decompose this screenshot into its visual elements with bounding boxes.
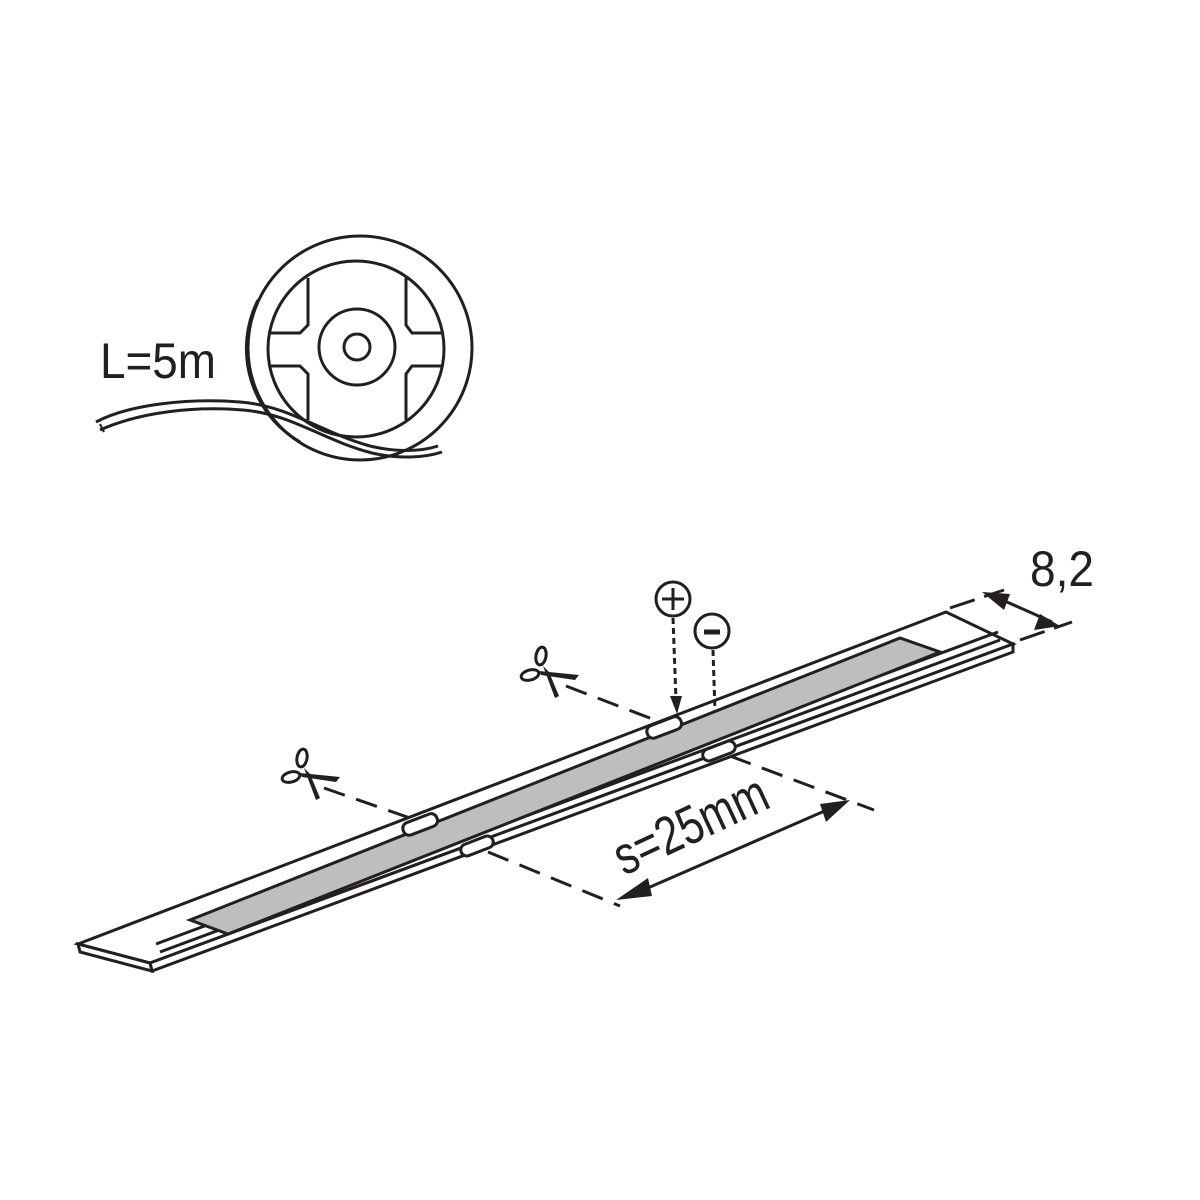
- spacing-extension-right: [729, 754, 875, 812]
- negative-circle: [693, 612, 731, 650]
- width-dimension: [949, 588, 1073, 642]
- strip-left-edge: [75, 941, 155, 974]
- reel-spoke-bl: [270, 364, 310, 420]
- scissors-icon: [280, 747, 340, 800]
- positive-arrowhead: [670, 696, 682, 714]
- reel-outer-ring: [246, 234, 474, 462]
- width-arrow-front: [1034, 614, 1060, 630]
- spacing-dimension-line: [633, 804, 837, 896]
- reel-tail-bottom: [99, 407, 443, 459]
- spacing-dimension: [487, 754, 875, 908]
- cut-pad-mid-bottom: [701, 739, 737, 763]
- cut-pad-left-bottom: [459, 834, 495, 858]
- reel-tail-end: [99, 423, 105, 433]
- led-strip: [73, 610, 1017, 974]
- reel-tail-top: [95, 399, 439, 452]
- spacing-extension-left: [487, 850, 621, 908]
- polarity-markers: [654, 580, 731, 714]
- strip-led-band: [185, 636, 945, 936]
- reel-axle-hole: [342, 332, 372, 362]
- spacing-arrow-left: [616, 878, 652, 900]
- width-arrow-back: [982, 592, 1010, 610]
- scissors-icon: [519, 645, 579, 698]
- negative-leader: [711, 649, 717, 713]
- reel-length-label: L=5m: [100, 333, 216, 389]
- cut-pad-mid-top: [645, 715, 684, 740]
- reel-hub: [317, 307, 397, 387]
- cut-pad-left-top: [401, 812, 440, 837]
- width-label: 8,2: [1030, 541, 1094, 597]
- positive-leader: [671, 617, 678, 701]
- reel-spoke-tl: [270, 278, 310, 335]
- positive-circle: [654, 580, 692, 618]
- reel-spoke-tr: [404, 278, 442, 335]
- reel-inner-ring: [266, 259, 446, 439]
- cut-marks: [280, 645, 656, 820]
- cut-line-middle-upper: [565, 684, 656, 722]
- reel-spoke-br: [404, 364, 442, 420]
- plus-icon: [662, 588, 684, 610]
- width-extension-front: [1019, 620, 1073, 642]
- reel-outer-wrap: [244, 299, 301, 444]
- cut-line-left-upper: [323, 786, 411, 820]
- spacing-arrow-right: [820, 800, 850, 822]
- reel-illustration: [95, 234, 474, 462]
